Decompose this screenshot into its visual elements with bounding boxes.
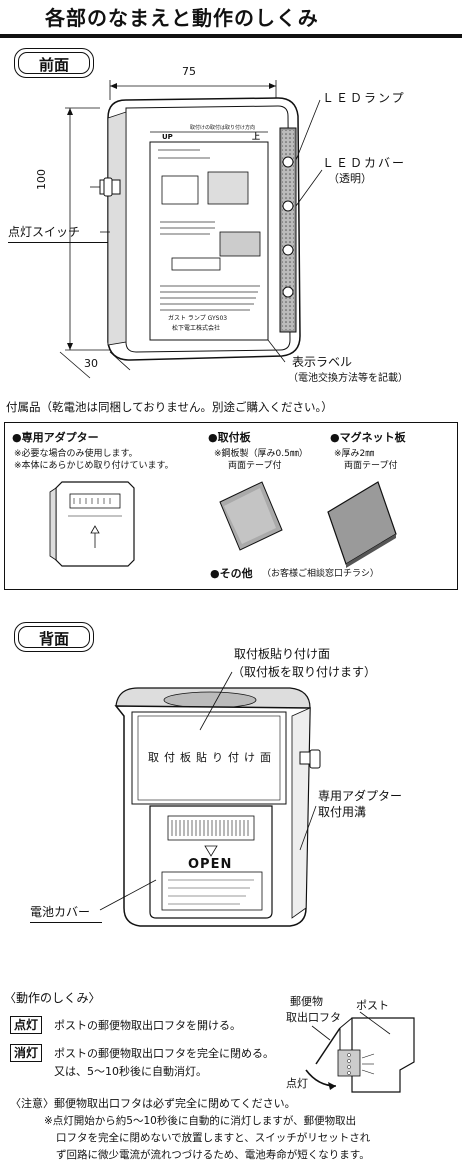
diagram-lid-label-2: 取出口フタ xyxy=(286,1011,341,1024)
diagram-lid-label: 郵便物 xyxy=(290,995,323,1008)
off-text: ポストの郵便物取出口フタを完全に閉める。 xyxy=(54,1047,274,1060)
accessories-box xyxy=(4,422,458,590)
mount-face-note: （取付板を取り付けます） xyxy=(232,665,377,679)
led-cover-label: ＬＥＤカバー xyxy=(322,156,407,170)
display-label: 表示ラベル xyxy=(292,355,353,369)
adapter-groove-label-2: 取付用溝 xyxy=(318,805,367,819)
front-device-illustration xyxy=(59,80,323,379)
open-label: OPEN xyxy=(188,857,233,872)
page-title: 各部のなまえと動作のしくみ xyxy=(45,6,319,30)
plate-note-1: ※鋼板製（厚み0.5㎜） xyxy=(214,449,308,459)
device-up-mark: UP xyxy=(162,133,173,141)
magnet-note-2: 両面テープ付 xyxy=(344,461,398,471)
device-top-note: 取付けの取付は取り付け方向 xyxy=(190,125,256,131)
off-text-2: 又は、5～10秒後に自動消灯。 xyxy=(54,1065,207,1078)
display-label-note: （電池交換方法等を記載） xyxy=(288,373,408,384)
other-note: （お客様ご相談窓口チラシ） xyxy=(262,569,379,579)
caution-line-3: ず回路に微少電流が流れつづけるため、電池寿命が短くなります。 xyxy=(56,1149,370,1161)
mount-face-label: 取付板貼り付け面 xyxy=(234,647,331,661)
diagram-post-label: ポスト xyxy=(356,999,389,1012)
diagram-on-label: 点灯 xyxy=(286,1077,308,1090)
caution-title: 〈注意〉郵便物取出口フタは必ず完全に閉めてください。 xyxy=(10,1097,296,1110)
caution-line-2: 口フタを完全に閉めないで放置しますと、スイッチがリセットされ xyxy=(56,1132,371,1144)
plate-note-2: 両面テープ付 xyxy=(228,461,282,471)
switch-label: 点灯スイッチ xyxy=(8,225,81,239)
caution-line-1: ※点灯開始から約5～10秒後に自動的に消灯しますが、郵便物取出 xyxy=(44,1115,357,1127)
post-diagram xyxy=(305,1011,415,1093)
magnet-title: ●マグネット板 xyxy=(330,431,406,444)
off-tag: 消灯 xyxy=(10,1044,43,1062)
front-badge: 前面 xyxy=(14,48,94,78)
back-badge: 背面 xyxy=(14,622,94,652)
adapter-title: ●専用アダプター xyxy=(12,431,99,444)
accessories-illustrations xyxy=(49,481,397,568)
device-up-kanji: 上 xyxy=(252,132,260,141)
adapter-note-1: ※必要な場合のみ使用します。 xyxy=(14,449,138,459)
on-tag: 点灯 xyxy=(10,1016,43,1034)
battery-cover-underline xyxy=(30,922,102,923)
operation-heading: 〈動作のしくみ〉 xyxy=(4,991,101,1005)
switch-underline xyxy=(8,242,108,243)
back-device-illustration xyxy=(99,671,321,927)
dim-width: 75 xyxy=(182,65,196,78)
title-rule xyxy=(0,34,462,38)
device-brand: ガスト ランプ GYS03 xyxy=(168,315,228,322)
accessories-heading: 付属品（乾電池は同梱しておりません。別途ご購入ください。） xyxy=(6,400,333,414)
led-cover-note: （透明） xyxy=(328,172,372,185)
mount-face-print: 取付板貼り付け面 xyxy=(148,751,276,764)
dim-depth: 30 xyxy=(84,357,98,370)
led-lamp-label: ＬＥＤランプ xyxy=(322,91,406,105)
magnet-note-1: ※厚み2㎜ xyxy=(334,449,375,459)
other-title: ●その他 xyxy=(210,567,253,580)
battery-cover-label: 電池カバー xyxy=(30,905,91,919)
device-maker: 松下電工株式会社 xyxy=(172,325,221,332)
plate-title: ●取付板 xyxy=(208,431,251,444)
on-text: ポストの郵便物取出口フタを開ける。 xyxy=(54,1019,241,1032)
adapter-note-2: ※本体にあらかじめ取り付けています。 xyxy=(14,461,174,471)
adapter-groove-label-1: 専用アダプター xyxy=(318,789,403,803)
